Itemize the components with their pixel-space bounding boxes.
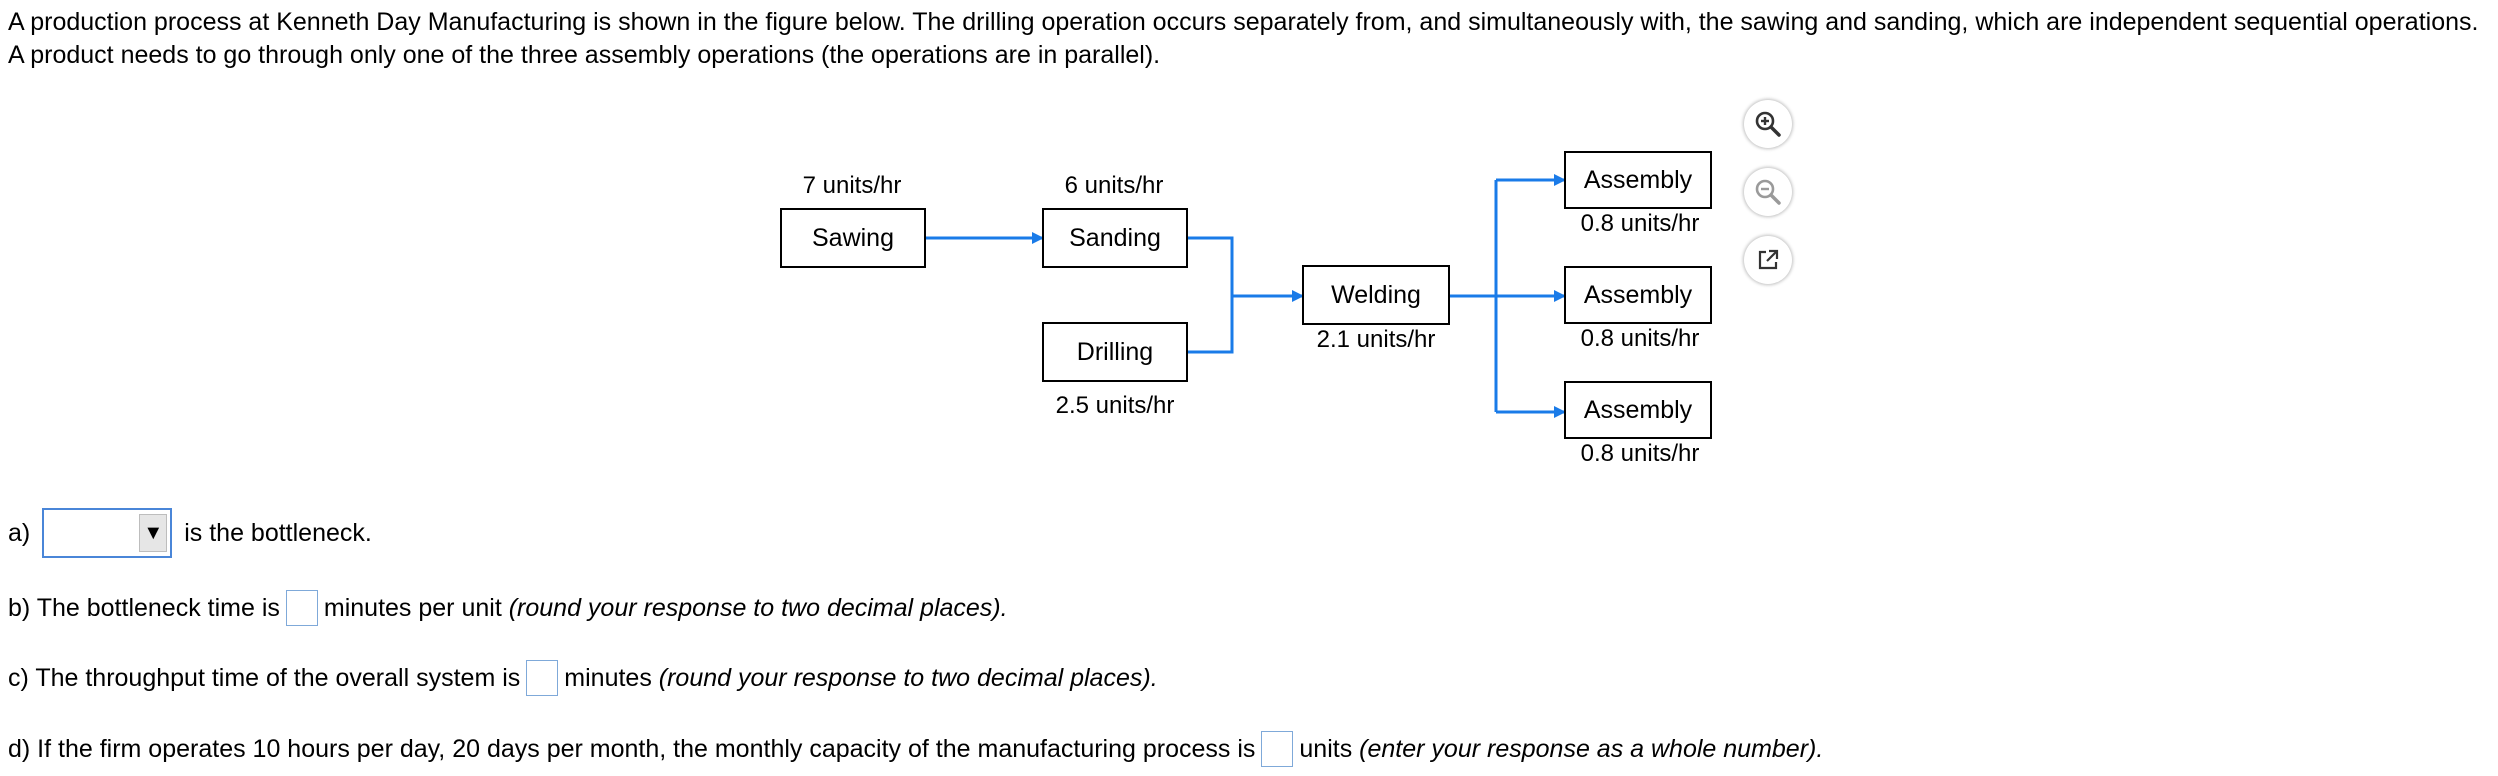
zoom-out-icon [1755,179,1781,205]
assembly-rate-2: 0.8 units/hr [1580,325,1700,352]
assembly-rate-1: 0.8 units/hr [1580,210,1700,237]
question-a-prefix: a) [8,519,31,547]
sanding-rate: 6 units/hr [1064,172,1164,199]
question-d-prefix: d) If the firm operates 10 hours per day… [8,735,1256,763]
line-drilling-out [1188,296,1234,354]
question-c-prefix: c) The throughput time of the overall sy… [8,664,521,692]
question-a: a) ▼ is the bottleneck. [8,508,372,558]
drilling-box: Drilling [1042,322,1188,382]
welding-rate: 2.1 units/hr [1316,326,1436,353]
assembly-rate-3: 0.8 units/hr [1580,440,1700,467]
question-d-suffix: units [1299,735,1353,763]
question-b-note: (round your response to two decimal plac… [508,594,1008,622]
monthly-capacity-input[interactable] [1261,731,1294,767]
sawing-box: Sawing [780,208,926,268]
question-b-prefix: b) The bottleneck time is [8,594,280,622]
question-c-suffix: minutes [564,664,652,692]
popout-button[interactable] [1744,236,1792,284]
bottleneck-time-input[interactable] [285,590,318,626]
question-d: d) If the firm operates 10 hours per day… [8,731,1823,767]
question-d-note: (enter your response as a whole number). [1359,735,1824,763]
drilling-rate: 2.5 units/hr [1055,392,1175,419]
throughput-time-input[interactable] [526,660,559,696]
assembly-box-1: Assembly [1564,151,1712,209]
question-b: b) The bottleneck time is minutes per un… [8,590,1008,626]
dropdown-arrow-icon[interactable]: ▼ [139,514,168,552]
assembly-box-3: Assembly [1564,381,1712,439]
question-c-note: (round your response to two decimal plac… [658,664,1158,692]
zoom-in-button[interactable] [1744,100,1792,148]
question-b-suffix: minutes per unit [323,594,502,622]
welding-box: Welding [1302,265,1450,325]
zoom-out-button[interactable] [1744,168,1792,216]
bottleneck-dropdown[interactable]: ▼ [42,508,173,558]
sanding-box: Sanding [1042,208,1188,268]
popout-icon [1758,249,1779,270]
sawing-rate: 7 units/hr [802,172,902,199]
question-c: c) The throughput time of the overall sy… [8,660,1158,696]
question-a-suffix: is the bottleneck. [184,519,372,547]
assembly-box-2: Assembly [1564,266,1712,324]
zoom-in-icon [1755,111,1781,137]
problem-statement: A production process at Kenneth Day Manu… [8,8,2479,69]
line-sanding-out [1188,236,1234,296]
